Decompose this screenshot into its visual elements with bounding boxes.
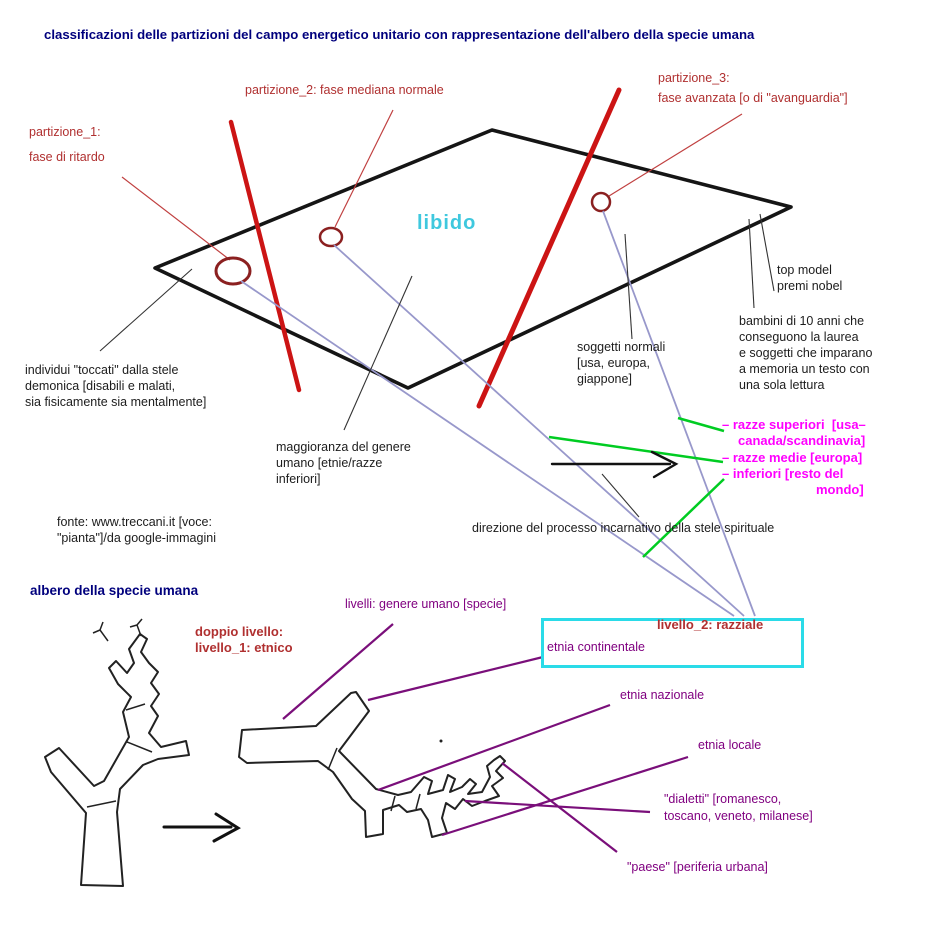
zone-ellipse-retard: [214, 256, 252, 286]
partition-2-label: partizione_2: fase mediana normale: [245, 83, 444, 97]
dialetti-label: "dialetti" [romanesco, toscano, veneto, …: [664, 792, 813, 823]
pointer-top-model: [759, 213, 775, 292]
pointer-soggetti: [624, 233, 633, 340]
pointer-individui: [99, 268, 193, 352]
partition-3-line: [476, 87, 622, 409]
doppio-livello-label: doppio livello: livello_1: etnico: [195, 624, 293, 655]
etnia-locale-label: etnia locale: [698, 738, 762, 752]
pointer-etnia-continentale: [367, 655, 544, 702]
page-title: classificazioni delle partizioni del cam…: [44, 27, 755, 42]
process-direction-arrow: [550, 450, 679, 479]
zone-ellipse-median: [318, 226, 344, 248]
pointer-livelli-specie: [282, 623, 394, 720]
energy-field-parallelogram: [153, 128, 793, 390]
direzione-label: direzione del processo incarnativo della…: [472, 521, 775, 535]
pointer-etnia-nazionale: [377, 703, 611, 792]
partition-3-label: partizione_3: fase avanzata [o di "avang…: [658, 71, 848, 105]
top-model-label: top model premi nobel: [777, 263, 843, 293]
incarnation-line-1: [240, 280, 735, 617]
zone-circle-advanced: [590, 191, 612, 213]
partition-3-pointer-line: [608, 113, 743, 197]
etnia-nazionale-label: etnia nazionale: [620, 688, 705, 702]
livello-2-box: [541, 618, 804, 668]
bambini-label: bambini di 10 anni che conseguono la lau…: [739, 314, 873, 392]
tree-transform-arrow: [162, 812, 241, 843]
tree-1-etnico: [44, 618, 190, 887]
pointer-paese: [501, 762, 618, 853]
paese-label: "paese" [periferia urbana]: [627, 860, 768, 874]
razze-medie-label: – razze medie [europa]: [722, 450, 863, 465]
partition-1-line: [228, 119, 302, 393]
partition-2-pointer-line: [334, 109, 394, 228]
libido-label: libido: [417, 212, 477, 234]
etnia-continentale-label: etnia continentale: [547, 640, 645, 654]
green-line-superiori: [677, 416, 725, 433]
incarnation-line-3: [602, 210, 756, 617]
soggetti-normali-label: soggetti normali [usa, europa, giappone]: [577, 340, 666, 386]
green-line-medie: [548, 435, 724, 464]
pointer-bambini: [748, 218, 755, 309]
razze-superiori-label-1: – razze superiori [usa–: [722, 417, 866, 432]
partition-1-pointer-line: [121, 176, 231, 261]
green-line-inferiori: [642, 478, 725, 558]
pointer-direzione: [601, 473, 640, 518]
razze-superiori-label-2: canada/scandinavia]: [738, 433, 866, 448]
razze-inferiori-label-2: mondo]: [816, 482, 864, 497]
livello-2-box-title: livello_2: razziale: [657, 617, 764, 632]
individui-label: individui "toccati" dalla stele demonica…: [25, 363, 207, 409]
pointer-etnia-locale: [441, 755, 689, 837]
fonte-label: fonte: www.treccani.it [voce: "pianta"]/…: [57, 515, 216, 545]
incarnation-line-2: [333, 244, 745, 617]
razze-inferiori-label-1: – inferiori [resto del: [722, 466, 844, 481]
partition-1-label: partizione_1: fase di ritardo: [29, 125, 105, 164]
livelli-specie-label: livelli: genere umano [specie]: [345, 597, 507, 611]
tree-2-razziale: [238, 691, 506, 838]
pointer-maggioranza: [343, 275, 413, 431]
tree-section-heading: albero della specie umana: [30, 583, 199, 598]
maggioranza-label: maggioranza del genere umano [etnie/razz…: [276, 440, 411, 486]
